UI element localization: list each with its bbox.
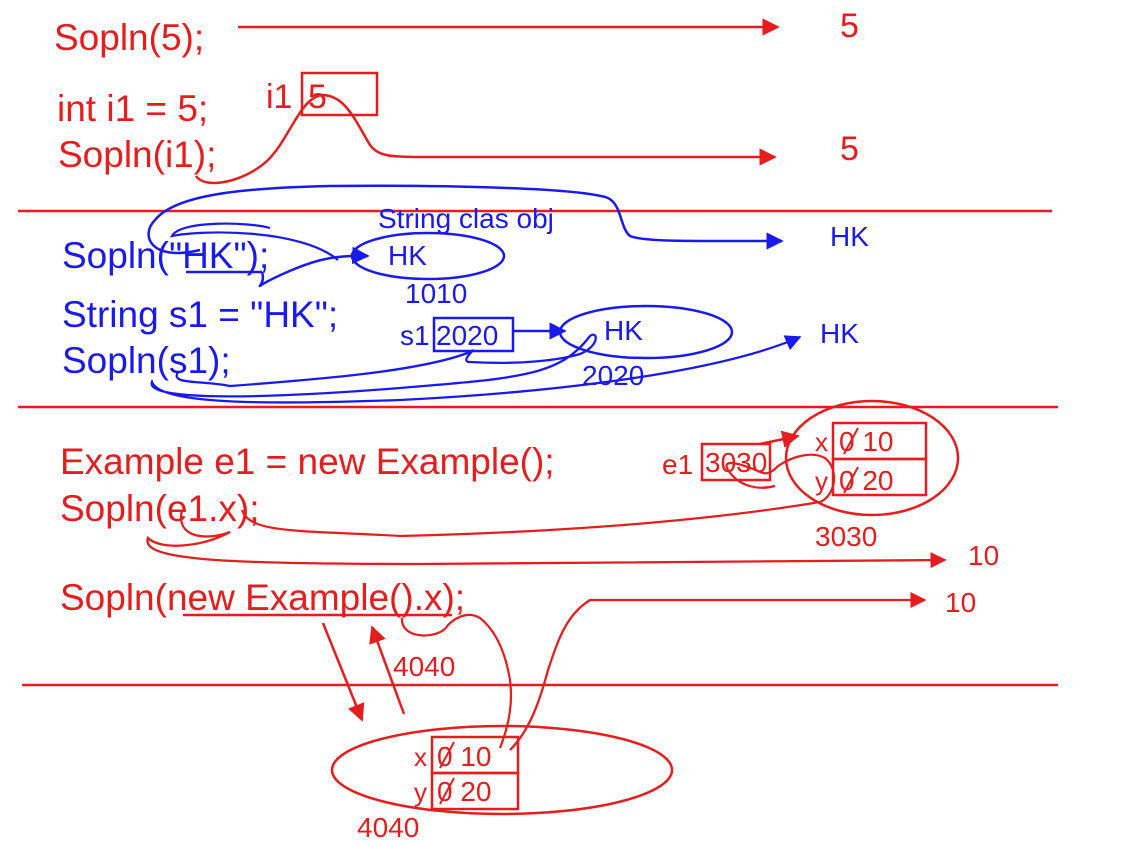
flow-curve-temp-ref <box>400 613 513 749</box>
output-value-hk-2: HK <box>820 318 859 349</box>
field-value-y-4040: 0 20 <box>437 776 492 807</box>
field-value-y-3030: 0 20 <box>839 465 894 496</box>
field-label-x-4040: x <box>414 742 427 772</box>
ref-value-s1: 2020 <box>436 320 498 351</box>
section-3: Example e1 = new Example(); e1 3030 x 0 … <box>60 399 999 751</box>
arrow-return-reference <box>369 625 406 715</box>
string-object-1010-value: HK <box>388 240 427 271</box>
strike-x-4040 <box>439 741 455 769</box>
string-object-1010 <box>350 231 506 281</box>
field-box-y-3030 <box>831 457 928 497</box>
string-object-2020-address: 2020 <box>582 360 644 391</box>
code-line-sopln-e1x: Sopln(e1.x); <box>60 488 260 529</box>
flow-curve-i1 <box>194 93 777 185</box>
ref-label-e1: e1 <box>662 449 693 480</box>
code-line-int-i1: int i1 = 5; <box>57 88 208 129</box>
section-1: Sopln(5); 5 int i1 = 5; i1 5 Sopln(i1); … <box>54 7 859 185</box>
section-4: x 0 10 y 0 20 4040 <box>330 724 674 843</box>
flow-curve-hk-output <box>147 184 784 255</box>
example-object-3030 <box>784 399 960 517</box>
output-value-10-1: 10 <box>968 540 999 571</box>
flow-curve-temp-output <box>509 591 927 751</box>
flow-curve-s1-output <box>150 333 802 404</box>
code-line-sopln-s1: Sopln(s1); <box>62 340 231 381</box>
code-line-sopln-5: Sopln(5); <box>54 17 204 58</box>
field-label-x-3030: x <box>815 427 828 457</box>
field-label-y-4040: y <box>414 777 427 807</box>
strike-y-4040 <box>439 777 455 805</box>
output-value-10-2: 10 <box>945 587 976 618</box>
code-line-sopln-i1: Sopln(i1); <box>58 134 216 175</box>
flow-curve-e1x-output <box>146 509 947 569</box>
field-box-y-4040 <box>430 771 520 811</box>
flow-curve-hk-loop <box>169 222 339 261</box>
arrow-create-object <box>321 622 365 722</box>
code-line-string-s1: String s1 = "HK"; <box>62 294 338 335</box>
code-line-sopln-hk: Sopln("HK"); <box>62 235 269 276</box>
strike-y-3030 <box>843 466 859 494</box>
var-box-i1 <box>300 71 379 117</box>
example-object-4040-address: 4040 <box>357 812 419 843</box>
ref-label-s1: s1 <box>400 320 430 351</box>
flow-curve-e1x <box>240 453 836 538</box>
field-label-y-3030: y <box>815 466 828 496</box>
string-object-1010-address: 1010 <box>405 278 467 309</box>
strike-x-3030 <box>843 427 859 455</box>
temp-address-4040: 4040 <box>393 651 455 682</box>
string-object-2020 <box>558 304 734 360</box>
flow-curve-literal-to-heap <box>258 246 370 288</box>
heap-caption-string: String clas obj <box>378 203 554 234</box>
code-line-sopln-new-example: Sopln(new Example().x); <box>60 577 465 618</box>
output-value-1: 5 <box>840 7 859 45</box>
code-line-example-e1: Example e1 = new Example(); <box>60 441 555 482</box>
field-value-x-3030: 0 10 <box>839 426 894 457</box>
example-object-3030-address: 3030 <box>815 521 877 552</box>
string-object-2020-value: HK <box>604 315 643 346</box>
section-2: String clas obj Sopln("HK"); HK 1010 HK … <box>62 184 869 404</box>
var-label-i1: i1 <box>266 78 292 116</box>
output-value-2: 5 <box>840 130 859 168</box>
example-object-4040 <box>330 724 674 816</box>
output-value-hk-1: HK <box>830 221 869 252</box>
